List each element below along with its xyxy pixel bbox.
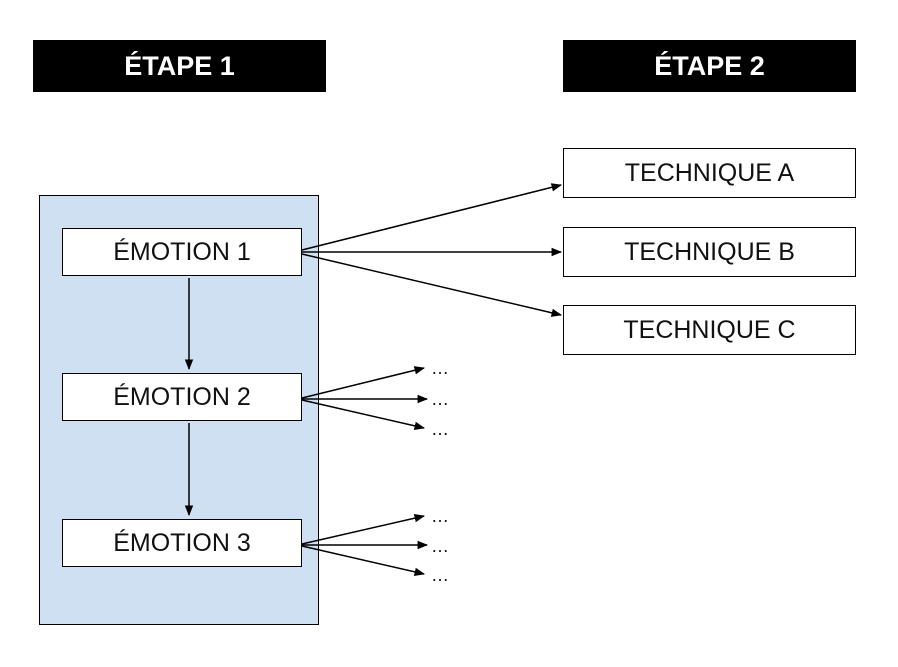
ellipsis-2b: … bbox=[431, 389, 449, 409]
arrow-emotion-3-fan-1 bbox=[301, 514, 426, 545]
ellipsis-3c: … bbox=[431, 565, 449, 585]
ellipsis-2c: … bbox=[431, 419, 449, 439]
emotion-3-box: ÉMOTION 3 bbox=[62, 519, 302, 567]
ellipsis-3b: … bbox=[431, 536, 449, 556]
arrow-emotion-1-to-technique-c bbox=[301, 253, 563, 317]
technique-c-box: TECHNIQUE C bbox=[563, 305, 856, 355]
emotion-2-box: ÉMOTION 2 bbox=[62, 373, 302, 421]
ellipsis-3a: … bbox=[431, 506, 449, 526]
arrow-emotion-1-to-technique-a bbox=[301, 183, 563, 251]
arrow-emotion-3-fan-3 bbox=[301, 545, 426, 576]
technique-b-box: TECHNIQUE B bbox=[563, 227, 856, 277]
arrow-emotion-2-fan-3 bbox=[301, 399, 426, 430]
step-1-header: ÉTAPE 1 bbox=[33, 40, 326, 92]
arrow-emotion-2-fan-1 bbox=[301, 366, 426, 399]
technique-a-box: TECHNIQUE A bbox=[563, 148, 856, 198]
emotion-1-box: ÉMOTION 1 bbox=[62, 228, 302, 276]
step-2-header: ÉTAPE 2 bbox=[563, 40, 856, 92]
ellipsis-2a: … bbox=[431, 358, 449, 378]
